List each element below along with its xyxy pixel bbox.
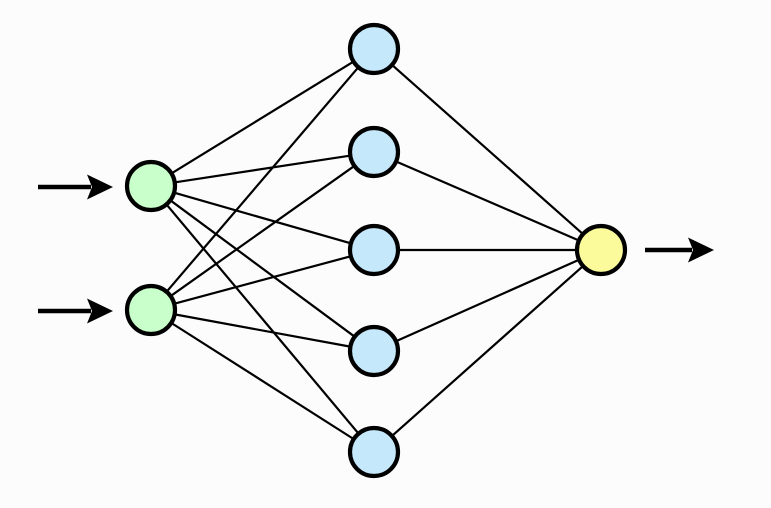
edge-i2-h5: [169, 321, 356, 441]
node-h4[interactable]: [347, 324, 401, 378]
edge-i1-h1: [169, 59, 356, 176]
edge-i1-h5: [164, 202, 361, 436]
edge-i2-h2: [168, 164, 357, 298]
node-h1[interactable]: [347, 22, 401, 76]
edge-i2-h1: [164, 65, 361, 294]
edge-i1-h3: [172, 191, 353, 245]
edge-h1-o1: [390, 63, 585, 236]
node-h5[interactable]: [347, 425, 401, 479]
input-arrow-1-head-icon: [87, 174, 113, 200]
edge-h4-o1: [394, 258, 581, 343]
node-i2[interactable]: [124, 283, 178, 337]
edges-group: [164, 59, 585, 441]
nodes-group: [124, 22, 628, 479]
edge-h5-o1: [390, 264, 585, 438]
output-arrow-head-icon: [688, 237, 714, 263]
input-arrow-2-head-icon: [87, 298, 113, 324]
node-i1[interactable]: [124, 159, 178, 213]
io-arrows-group: [38, 174, 714, 324]
node-o1[interactable]: [574, 223, 628, 277]
node-h3[interactable]: [347, 223, 401, 277]
edge-i1-h4: [168, 198, 357, 339]
edge-i2-h3: [172, 254, 353, 306]
node-h2[interactable]: [347, 125, 401, 179]
edge-h2-o1: [394, 160, 581, 242]
edge-i1-h2: [173, 154, 352, 184]
edge-i2-h4: [173, 313, 352, 348]
